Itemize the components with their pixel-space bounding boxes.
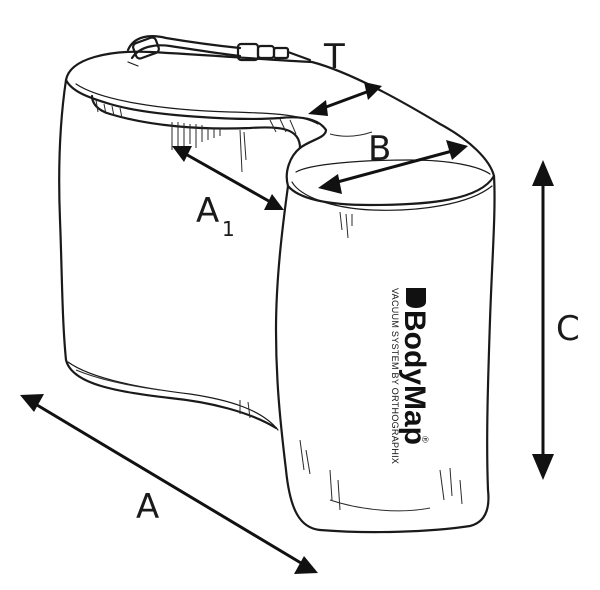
cushion-illustration [58, 35, 496, 534]
pillar-top-rim [291, 181, 493, 211]
label-c: C [556, 309, 580, 349]
dimension-arrow-b [318, 140, 468, 194]
dimension-arrow-a [20, 394, 318, 574]
cushion-inner-face [108, 112, 302, 150]
dimension-arrow-t [308, 82, 382, 116]
label-t: T [323, 37, 345, 77]
fold-hatching [75, 99, 463, 512]
valve-hose [126, 35, 312, 67]
brand-print: BodyMap VACUUM SYSTEM BY ORTHOGRAPHIX ® [390, 288, 431, 464]
bodymap-logo-icon [406, 288, 426, 308]
dimension-arrow-c [532, 160, 554, 480]
brand-trademark: ® [420, 436, 430, 443]
cushion-left-block-front [58, 78, 278, 430]
cushion-top-seam [75, 83, 319, 125]
label-a1: A [196, 191, 219, 231]
label-a: A [136, 487, 159, 527]
cushion-left-block-inner [90, 94, 112, 116]
label-a1-subscript: 1 [222, 217, 235, 241]
label-b: B [368, 129, 391, 169]
brand-name: BodyMap [398, 310, 431, 445]
cushion-right-pillar [274, 174, 496, 534]
brand-tagline: VACUUM SYSTEM BY ORTHOGRAPHIX [390, 288, 400, 464]
cushion-bottom-edge [67, 361, 279, 431]
pillar-top-rim-inner [295, 159, 491, 175]
dimension-arrow-a1 [172, 146, 284, 210]
